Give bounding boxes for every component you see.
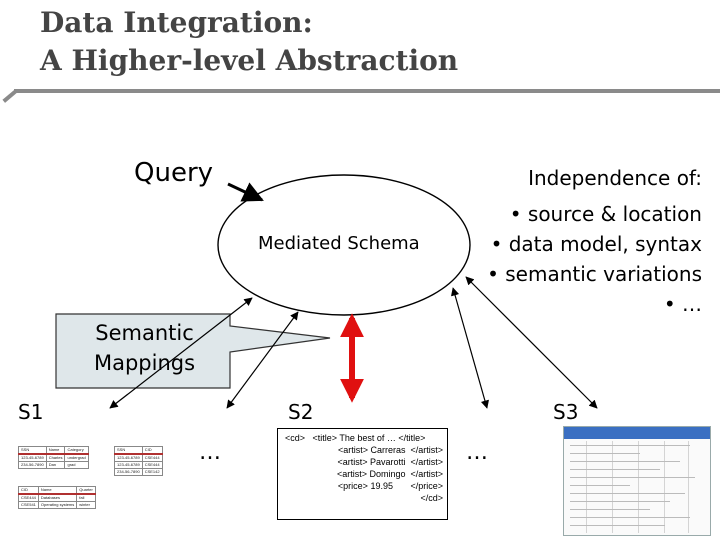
table-header: Category (64, 446, 89, 455)
slide-title-line-1: Data Integration: (40, 6, 313, 39)
spreadsheet-column-line (664, 441, 665, 533)
xml-line: <artist> Pavarotti </artist> (337, 457, 443, 467)
spreadsheet-column-line (586, 441, 587, 533)
table-cell: CSE444 (141, 453, 163, 462)
table-cell: 123-45-6789 (114, 453, 143, 462)
table-header: Name (45, 446, 66, 455)
spreadsheet-title-bar (564, 427, 710, 439)
table-header: CID (141, 446, 163, 455)
spreadsheet-row-line (570, 445, 690, 446)
table-cell: winter (76, 501, 96, 509)
query-arrow (227, 182, 264, 202)
independence-item: • source & location (509, 202, 702, 226)
ellipsis-right: … (466, 440, 490, 465)
s2-xml-document: <cd> <title> The best of … </title> <art… (277, 428, 448, 520)
xml-line: <artist> Domingo </artist> (336, 469, 443, 479)
spreadsheet-row-line (570, 461, 680, 462)
slide-title-line-2: A Higher-level Abstraction (40, 44, 459, 77)
xml-line: <price> 19.95 </price> (337, 481, 443, 491)
table-cell: CSE444 (18, 493, 39, 502)
table-cell: 234-56-7890 (114, 468, 143, 476)
spreadsheet-column-line (612, 441, 613, 533)
mediated-schema-label: Mediated Schema (258, 233, 420, 254)
spreadsheet-row-line (570, 525, 665, 526)
mapping-arrow-s3 (451, 287, 489, 409)
table-cell: grad (64, 461, 89, 469)
table-cell: 123-45-6789 (18, 453, 47, 462)
source-s3-label: S3 (553, 400, 579, 424)
table-cell: fall (76, 493, 96, 502)
spreadsheet-row-line (570, 493, 685, 494)
table-cell: Databases (37, 493, 78, 502)
title-underline (14, 89, 720, 93)
independence-heading: Independence of: (528, 166, 702, 190)
semantic-mappings-label: Semantic Mappings (62, 318, 227, 378)
independence-item: • … (663, 292, 702, 316)
mapping-arrow-s2 (226, 311, 299, 409)
source-s2-label: S2 (288, 400, 314, 424)
table-cell: CSE142 (141, 468, 163, 476)
source-s1-label: S1 (18, 400, 44, 424)
table-header: Name (37, 486, 78, 495)
independence-item: • data model, syntax (490, 232, 702, 256)
table-header: SSN (114, 446, 143, 455)
independence-item: • semantic variations (487, 262, 702, 286)
table-cell: 234-56-7890 (18, 461, 47, 469)
table-cell: CSE444 (141, 461, 163, 469)
xml-line: <cd> <title> The best of … </title> (285, 433, 426, 443)
spreadsheet-row-line (570, 477, 695, 478)
table-cell: CSE541 (18, 501, 39, 509)
mapping-arrow-s4 (465, 276, 598, 409)
table-header: CID (18, 486, 39, 495)
spreadsheet-column-line (638, 441, 639, 533)
spreadsheet-row-line (570, 517, 690, 518)
independence-list: Independence of: • source & location • d… (487, 163, 702, 319)
xml-line: <artist> Carreras </artist> (337, 445, 443, 455)
table-header: Quarter (76, 486, 96, 495)
semantic-mappings-line-2: Mappings (93, 351, 196, 375)
table-cell: undergrad (64, 453, 89, 462)
spreadsheet-row-line (570, 509, 650, 510)
table-header: SSN (18, 446, 47, 455)
slide-title: Data Integration: A Higher-level Abstrac… (40, 4, 458, 80)
table-cell: Charles (45, 453, 66, 462)
table-cell: Dan (45, 461, 66, 469)
query-label: Query (134, 158, 214, 188)
table-cell: 123-45-6789 (114, 461, 143, 469)
spreadsheet-row-line (570, 453, 640, 454)
spreadsheet-row-line (570, 469, 660, 470)
xml-line: </cd> (420, 493, 443, 503)
table-cell: Operating systems (37, 501, 78, 509)
spreadsheet-row-line (570, 485, 630, 486)
spreadsheet-column-line (688, 441, 689, 533)
semantic-mappings-line-1: Semantic (95, 321, 194, 345)
spreadsheet-row-line (570, 501, 670, 502)
s3-spreadsheet-thumbnail (563, 426, 711, 536)
ellipsis-left: … (199, 440, 223, 465)
